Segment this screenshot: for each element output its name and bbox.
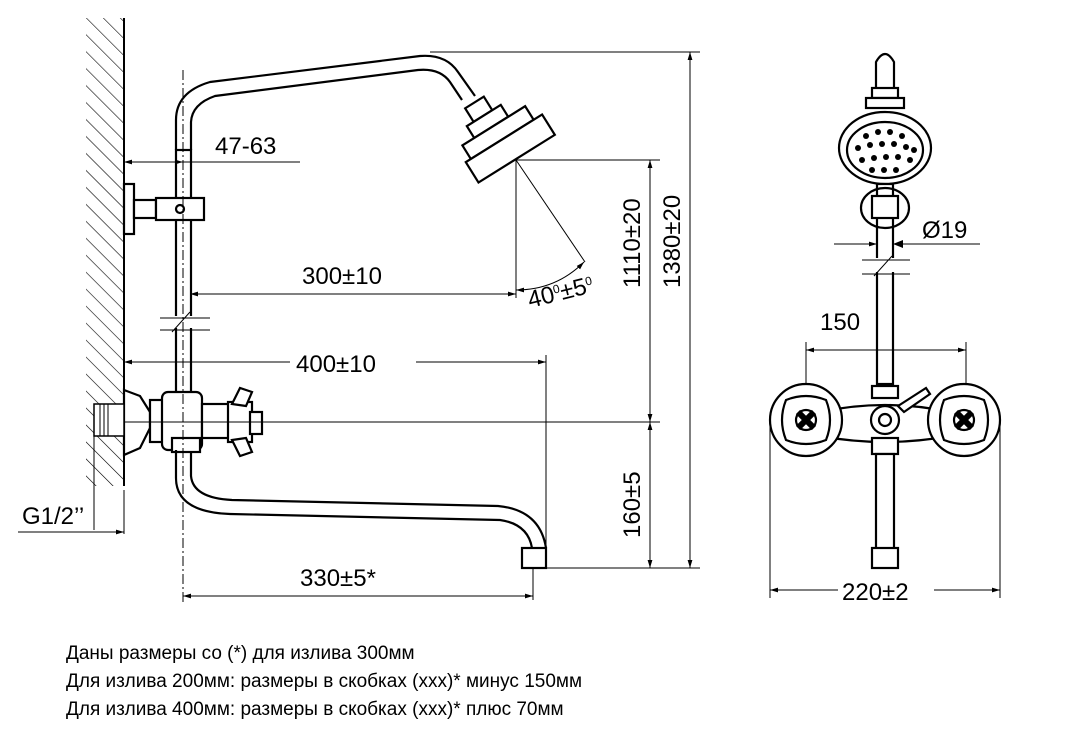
shower-head <box>460 95 557 185</box>
dim-arm-reach: 300±10 <box>190 263 516 297</box>
pipe-break-mark <box>160 311 210 333</box>
dim-height-head: 1110±20 <box>619 160 653 422</box>
label-handle-spacing: 150 <box>820 309 860 336</box>
note-line-1: Даны размеры со (*) для излива 300мм <box>66 643 415 664</box>
front-bracket <box>859 186 911 230</box>
label-spout-length: 330±5* <box>300 565 376 592</box>
pipe-top <box>874 52 896 90</box>
wall-bracket <box>122 182 206 236</box>
label-angle-base: 40 <box>525 281 557 314</box>
front-view: Ø19 150 <box>768 52 1002 606</box>
dim-thread: G1/2’’ <box>18 503 124 535</box>
handle-left <box>768 382 844 458</box>
dim-height-total: 1380±20 <box>659 52 693 568</box>
label-height-total: 1380±20 <box>659 195 686 288</box>
shower-head-front <box>837 110 933 186</box>
dim-spray-angle: 400±50 <box>515 159 596 314</box>
dim-wall-offset: 47-63 <box>124 133 300 165</box>
dim-spout-reach: 400±10 <box>124 346 546 378</box>
dim-pipe-diameter: Ø19 <box>834 217 980 248</box>
label-angle-deg-1: 0 <box>551 281 561 296</box>
label-arm-reach: 300±10 <box>302 263 382 290</box>
label-spout-height: 160±5 <box>619 471 646 538</box>
shower-arm <box>174 54 476 150</box>
svg-text:400±50: 400±50 <box>525 271 596 313</box>
dim-spout-length: 330±5* <box>183 565 533 599</box>
dim-spout-height: 160±5 <box>619 422 653 568</box>
label-overall-width: 220±2 <box>842 579 909 606</box>
note-line-3: Для излива 400мм: размеры в скобках (ххх… <box>66 699 564 720</box>
front-pipe <box>875 182 895 386</box>
dim-handle-spacing: 150 <box>805 309 967 420</box>
notes-block: Даны размеры со (*) для излива 300мм Для… <box>66 640 582 724</box>
label-angle-deg-2: 0 <box>584 273 594 288</box>
label-spout-reach: 400±10 <box>296 351 376 378</box>
dim-overall-width: 220±2 <box>769 420 1001 606</box>
label-thread: G1/2’’ <box>22 503 84 530</box>
label-height-head: 1110±20 <box>619 198 646 288</box>
technical-drawing: 47-63 300±10 400±50 400±10 330±5* <box>18 18 1002 606</box>
label-angle-tol: ±5 <box>557 273 589 306</box>
spout-aerator <box>520 546 548 570</box>
note-line-2: Для излива 200мм: размеры в скобках (ххх… <box>66 671 583 692</box>
label-wall-offset: 47-63 <box>215 133 276 160</box>
thread-fitting <box>93 403 125 437</box>
handle-right <box>926 382 1002 458</box>
front-pipe-break <box>862 255 910 277</box>
spout <box>174 450 534 549</box>
label-pipe-diameter: Ø19 <box>922 217 967 244</box>
side-view: 47-63 300±10 400±50 400±10 330±5* <box>18 18 700 602</box>
extension-lines <box>93 51 700 602</box>
